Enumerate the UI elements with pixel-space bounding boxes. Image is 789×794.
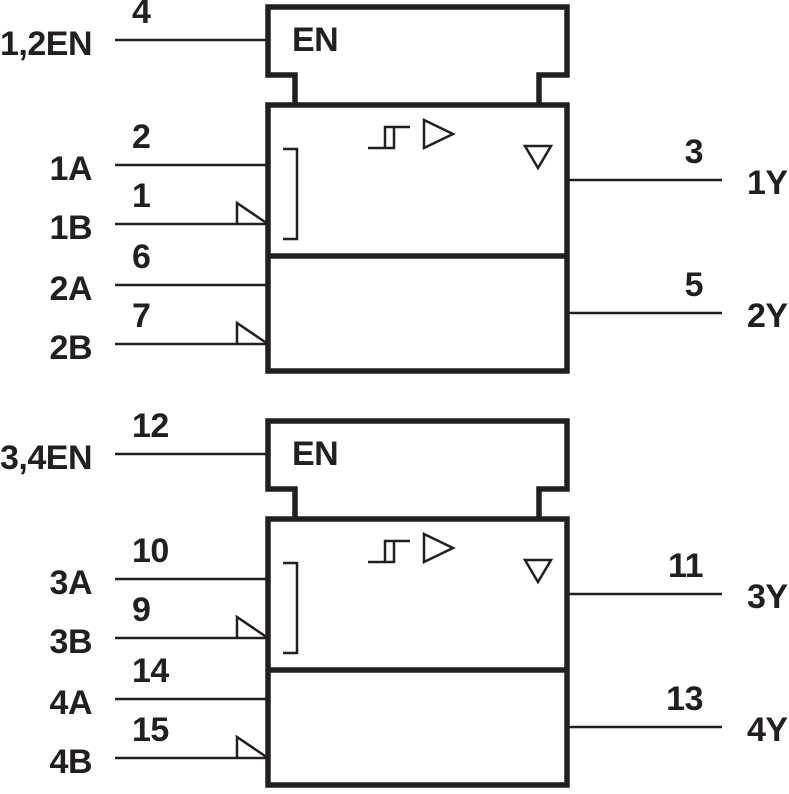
input-label: 2B [49, 329, 93, 367]
pin-number: 12 [132, 407, 169, 445]
input-label: 1B [49, 209, 93, 247]
enable-label: 1,2EN [0, 25, 93, 63]
input-label: 4A [49, 684, 93, 722]
output-label: 1Y [747, 164, 788, 202]
input-label: 1A [49, 150, 93, 188]
pin-number: 11 [668, 547, 703, 585]
pin-number: 2 [132, 118, 151, 156]
receiver-block-3-4 [115, 421, 722, 785]
receiver-block-1-2 [115, 7, 722, 371]
enable-box-text: EN [292, 21, 339, 59]
input-label: 2A [49, 270, 93, 308]
pin-number: 9 [132, 591, 151, 629]
pin-number: 13 [666, 680, 703, 718]
pin-number: 5 [684, 266, 704, 304]
pin-number: 10 [132, 532, 169, 570]
pin-number: 14 [132, 652, 169, 690]
output-label: 3Y [747, 578, 788, 616]
input-label: 3B [49, 623, 93, 661]
input-label: 3A [49, 564, 93, 602]
enable-label: 3,4EN [0, 439, 93, 477]
output-label: 2Y [747, 297, 788, 335]
input-label: 4B [49, 743, 93, 781]
pin-number: 1 [132, 177, 151, 215]
pin-number: 7 [132, 297, 151, 335]
enable-box-text: EN [292, 435, 339, 473]
pin-number: 6 [132, 238, 151, 276]
pin-number: 3 [684, 133, 704, 171]
pin-number: 15 [132, 711, 169, 749]
output-label: 4Y [747, 711, 788, 749]
pin-number: 4 [132, 0, 151, 31]
